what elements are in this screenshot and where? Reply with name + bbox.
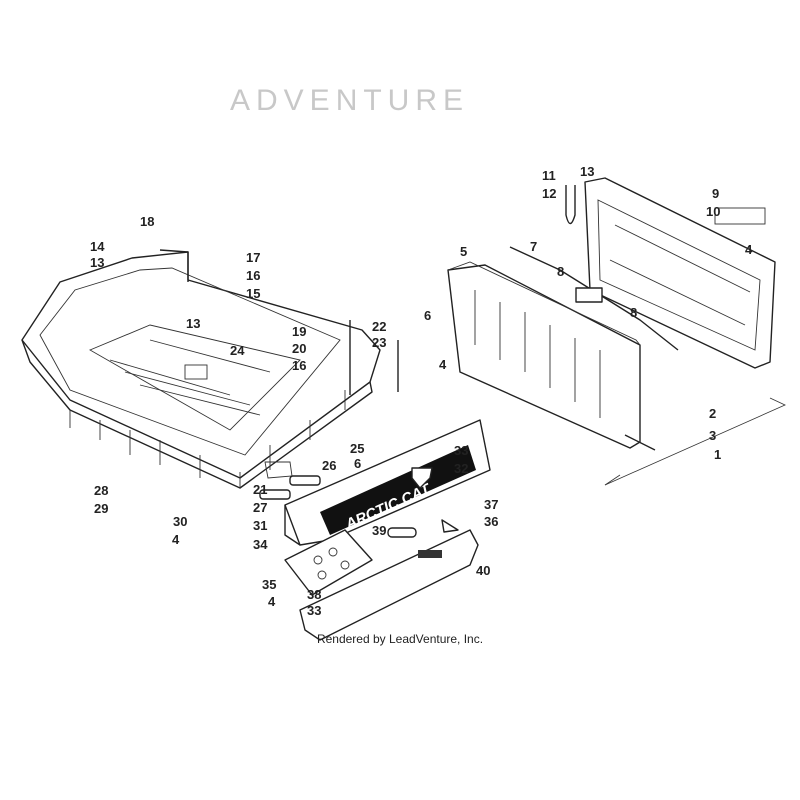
callout-35: 35 [262,577,276,592]
watermark-text: ADVENTURE [230,84,469,117]
callout-8: 8 [557,264,564,279]
assembly-bracket [604,397,786,486]
skid-plate [284,529,373,596]
callout-8: 8 [630,305,637,320]
callout-10: 10 [706,204,720,219]
callout-33: 33 [307,603,321,618]
callout-19: 19 [292,324,306,339]
callout-4: 4 [172,532,180,547]
callout-20: 20 [292,341,306,356]
callout-13: 13 [580,164,594,179]
callout-2: 2 [709,406,716,421]
callout-39: 39 [372,523,386,538]
reflector [387,527,417,538]
callout-26: 26 [322,458,336,473]
callout-23: 23 [372,335,386,350]
callout-38: 38 [307,587,321,602]
cargo-bed [21,249,381,489]
callout-34: 34 [253,537,268,552]
callout-21: 21 [253,482,267,497]
callout-32: 32 [454,461,468,476]
callout-16: 16 [246,268,260,283]
callout-6: 6 [424,308,431,323]
callout-7: 7 [530,239,537,254]
callout-25: 25 [350,441,364,456]
callout-31: 31 [253,518,267,533]
callout-30: 30 [173,514,187,529]
callout-37: 37 [484,497,498,512]
callout-16: 16 [292,358,306,373]
tailgate-cable [565,185,576,225]
callout-11: 11 [542,168,556,183]
callout-14: 14 [90,239,105,254]
license-light [418,550,442,558]
callout-29: 29 [94,501,108,516]
callout-24: 24 [230,343,245,358]
callout-13: 13 [186,316,200,331]
callout-13: 13 [90,255,104,270]
callout-6: 6 [354,456,361,471]
callout-3: 3 [709,428,716,443]
latch-assembly [575,287,603,303]
arctic-cat-decal [320,445,476,535]
tailgate-panel [447,261,656,451]
callout-4: 4 [268,594,276,609]
callout-40: 40 [476,563,490,578]
callout-18: 18 [140,214,154,229]
callout-27: 27 [253,500,267,515]
callout-33: 33 [454,443,468,458]
callout-4: 4 [439,357,447,372]
callout-15: 15 [246,286,260,301]
callout-22: 22 [372,319,386,334]
callout-9: 9 [712,186,719,201]
callout-36: 36 [484,514,498,529]
callout-4: 4 [745,242,753,257]
callout-1: 1 [714,447,721,462]
credit-text: Rendered by LeadVenture, Inc. [316,632,484,646]
tailgate-shell [584,177,776,369]
callout-5: 5 [460,244,467,259]
callout-28: 28 [94,483,108,498]
callout-12: 12 [542,186,556,201]
callout-17: 17 [246,250,260,265]
